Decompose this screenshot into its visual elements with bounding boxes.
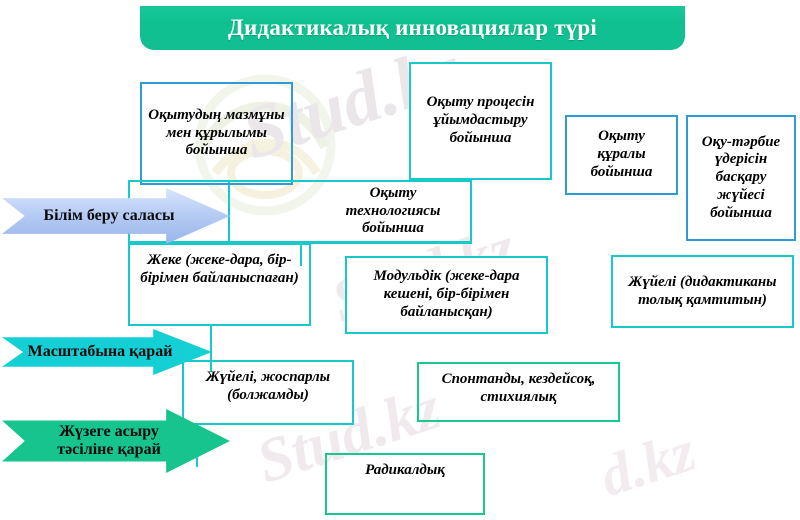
box-label: Оқытудың мазмұны мен құрылымы бойынша (148, 106, 285, 159)
connector-line (300, 242, 302, 266)
arrow-label: Білім беру саласы (43, 206, 175, 224)
arrow-label-line2: тәсіліне қарай (57, 441, 161, 458)
box-juyeli-josparly[interactable]: Жүйелі, жоспарлы (болжамды) (182, 360, 354, 425)
box-oqytudyn-mazmuny[interactable]: Оқытудың мазмұны мен құрылымы бойынша (140, 82, 293, 185)
box-moduldik[interactable]: Модульдік (жеке-дара кешені, бір-бірімен… (345, 256, 548, 334)
arrow-label: Масштабына қарай (27, 342, 173, 360)
box-label: Модульдік (жеке-дара кешені, бір-бірімен… (373, 268, 520, 320)
box-label: Спонтанды, кездейсоқ, стихиялық (441, 371, 596, 405)
arrow-label-line1: Жүзеге асыру (59, 422, 159, 440)
box-label: Жүйелі (дидактиканы толық қамтитын) (628, 273, 777, 308)
arrow-label: Жүзеге асыру тәсіліне қарай (45, 423, 187, 460)
connector-line (300, 242, 472, 244)
box-oqu-tarbie-uderisin[interactable]: Оқу-тәрбие үдерісін басқару жүйесі бойын… (686, 115, 796, 241)
box-label: Оқыту технологиясы бойынша (345, 184, 441, 237)
box-label: Оқыту құралы бойынша (590, 128, 653, 180)
box-spontandy[interactable]: Спонтанды, кездейсоқ, стихиялық (417, 362, 620, 422)
connector-line (228, 180, 230, 242)
box-label: Радикалдық (365, 462, 445, 478)
box-oqytu-quraly[interactable]: Оқыту құралы бойынша (565, 115, 678, 195)
box-label: Жеке (жеке-дара, бір-бірімен байланыспағ… (140, 252, 299, 286)
connector-line (210, 326, 212, 372)
box-oqytu-tehnologiyasy[interactable]: Оқыту технологиясы бойынша (128, 180, 472, 243)
box-juyeli-didaktika[interactable]: Жүйелі (дидактиканы толық қамтитын) (611, 255, 794, 328)
box-radikaldyq[interactable]: Радикалдық (325, 453, 485, 515)
page-title: Дидактикалық инновациялар түрі (228, 15, 597, 40)
box-label: Оқу-тәрбие үдерісін басқару жүйесі бойын… (701, 133, 781, 221)
box-label: Жүйелі, жоспарлы (болжамды) (205, 369, 331, 403)
watermark-logo (194, 74, 336, 216)
page-title-bar: Дидактикалық инновациялар түрі (140, 6, 685, 50)
arrow-masshtabyna-qaray[interactable]: Масштабына қарай (2, 329, 212, 375)
watermark-text: d.kz (592, 417, 703, 510)
box-jeke[interactable]: Жеке (жеке-дара, бір-бірімен байланыспағ… (128, 243, 311, 326)
box-label: Оқыту процесін ұйымдастыру бойынша (426, 94, 535, 146)
box-oqytu-protsesin[interactable]: Оқыту процесін ұйымдастыру бойынша (409, 62, 552, 180)
